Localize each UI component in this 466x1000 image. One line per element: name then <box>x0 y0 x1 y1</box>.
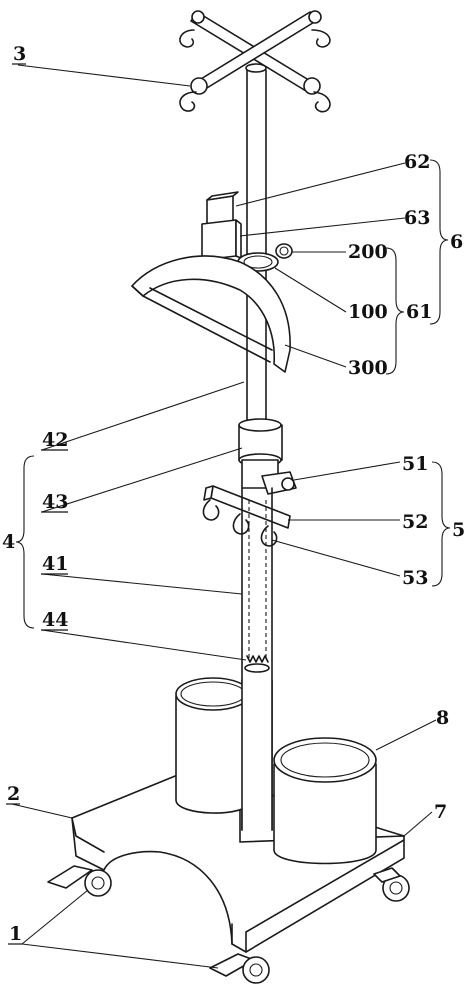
top-cross-hook <box>179 10 331 113</box>
label-300: 300 <box>348 357 388 379</box>
label-43: 43 <box>42 491 68 513</box>
label-63: 63 <box>404 207 430 229</box>
label-62: 62 <box>404 151 430 173</box>
tray-holder-assembly <box>131 191 293 373</box>
label-2: 2 <box>7 783 20 805</box>
label-61: 61 <box>406 301 432 323</box>
label-6: 6 <box>450 231 463 253</box>
label-5: 5 <box>452 519 465 541</box>
label-53: 53 <box>402 567 428 589</box>
label-51: 51 <box>402 453 428 475</box>
label-3: 3 <box>13 43 26 65</box>
label-100: 100 <box>348 301 388 323</box>
label-44: 44 <box>42 609 68 631</box>
lower-pole-front <box>241 679 273 831</box>
leader-lines <box>11 64 437 969</box>
upper-pole <box>245 63 267 426</box>
label-42: 42 <box>42 429 68 451</box>
wheels <box>47 865 410 984</box>
label-4: 4 <box>2 531 15 553</box>
label-7: 7 <box>434 801 447 823</box>
label-8: 8 <box>436 707 449 729</box>
hanger-assembly <box>202 471 297 547</box>
braces <box>15 159 451 629</box>
front-cup <box>273 737 377 865</box>
label-41: 41 <box>42 553 68 575</box>
rear-cup <box>175 677 251 814</box>
reference-labels: 3 62 63 200 6 100 61 300 42 43 51 4 52 5… <box>2 43 465 945</box>
label-1: 1 <box>9 923 22 945</box>
label-200: 200 <box>348 241 388 263</box>
telescoping-collar <box>238 418 283 489</box>
label-52: 52 <box>402 511 428 533</box>
